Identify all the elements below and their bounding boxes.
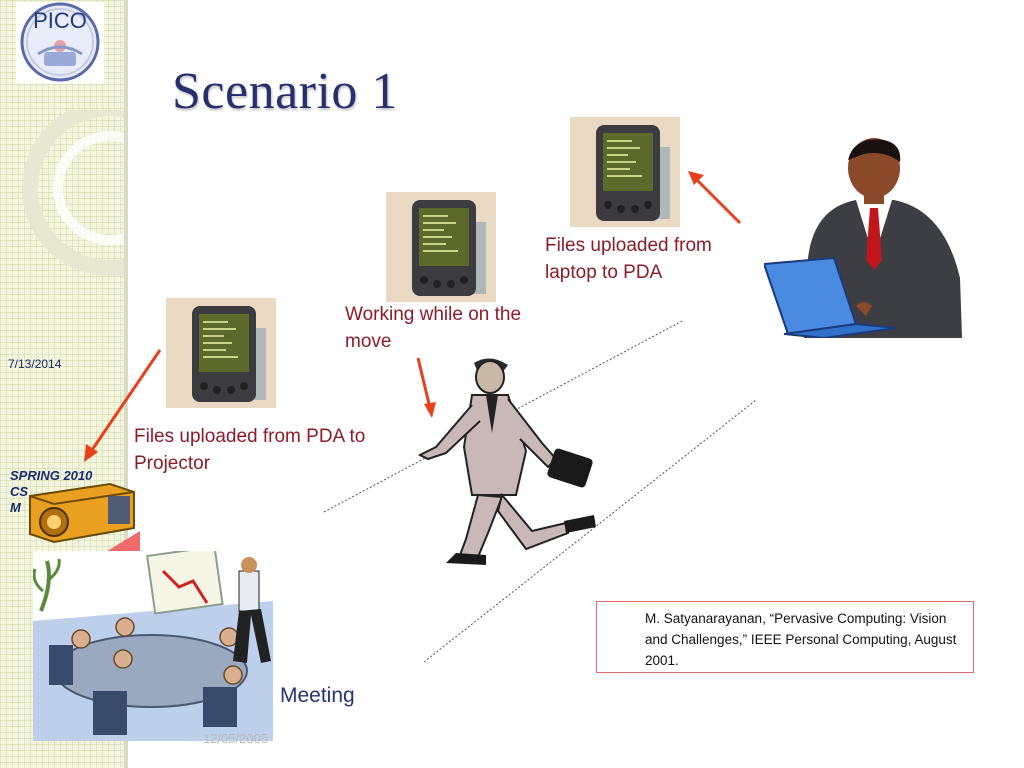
pda-icon xyxy=(386,192,496,302)
pda-icon xyxy=(570,117,680,227)
reference-box: M. Satyanarayanan, “Pervasive Computing:… xyxy=(596,601,974,673)
pico-logo-icon xyxy=(16,2,104,84)
projector-icon xyxy=(29,482,135,544)
side-course-label: SPRING 2010 CS M xyxy=(10,468,93,515)
slide-title: Scenario 1 xyxy=(172,63,398,120)
arrow-icon xyxy=(84,349,162,462)
caption-working-on-move: Working while on the move xyxy=(345,304,522,352)
caption-laptop-to-pda: Files uploaded from laptop to PDA xyxy=(545,235,712,283)
side-rings-decoration xyxy=(22,110,124,276)
businessman-laptop-icon xyxy=(764,138,962,338)
meeting-icon xyxy=(33,551,273,741)
walking-man-icon xyxy=(417,358,596,565)
footer-date: 12/05/2005 xyxy=(203,731,269,746)
arrow-icon xyxy=(416,357,436,418)
pda-icon xyxy=(166,298,276,408)
side-divider xyxy=(124,0,128,768)
arrow-icon xyxy=(688,171,742,225)
logo-text: PICO xyxy=(33,8,87,33)
side-date: 7/13/2014 xyxy=(8,357,62,371)
reference-text: M. Satyanarayanan, “Pervasive Computing:… xyxy=(645,611,957,668)
caption-meeting: Meeting xyxy=(280,684,355,707)
caption-pda-to-projector: Files uploaded from PDA to Projector xyxy=(134,426,366,474)
path-lines-decoration xyxy=(323,319,757,663)
